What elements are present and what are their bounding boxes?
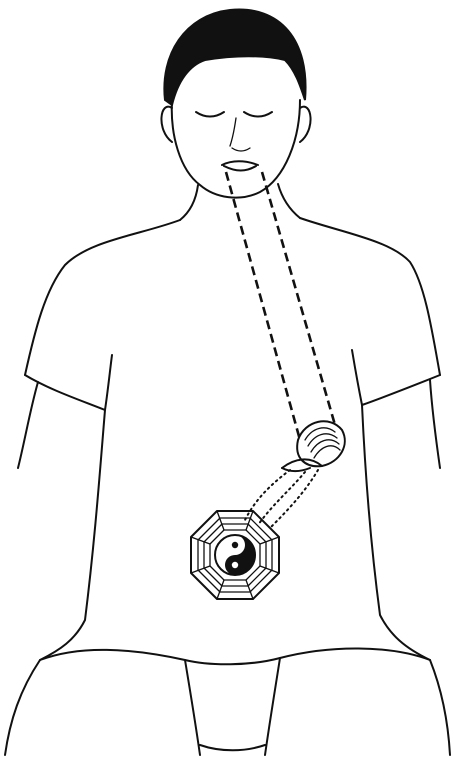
mouth — [222, 161, 258, 170]
stomach-organ — [282, 421, 345, 471]
right-shoulder — [300, 218, 440, 375]
nose — [230, 118, 250, 151]
right-eye-closed — [244, 112, 272, 117]
hair — [164, 10, 305, 105]
energy-channel-right — [262, 172, 335, 425]
dotted-flow-3 — [270, 470, 318, 528]
lap-bottom — [200, 745, 265, 750]
left-eye-closed — [196, 112, 224, 117]
right-ear — [300, 107, 311, 142]
right-leg — [430, 660, 450, 755]
waistline — [40, 648, 430, 664]
right-sleeve-hem — [352, 350, 440, 405]
neck-right — [278, 184, 300, 218]
left-leg — [5, 660, 40, 755]
neck-left — [180, 185, 198, 220]
torso-left — [40, 410, 105, 660]
bagua-octagon-icon — [191, 511, 279, 599]
left-shoulder — [25, 220, 180, 375]
left-ear — [161, 107, 172, 142]
energy-channel-left — [226, 172, 300, 440]
left-arm — [18, 382, 38, 468]
yin-yang-icon — [215, 535, 255, 575]
right-arm — [430, 380, 440, 468]
face-outline — [172, 100, 300, 198]
lap-center — [185, 658, 280, 755]
torso-right — [362, 405, 430, 660]
